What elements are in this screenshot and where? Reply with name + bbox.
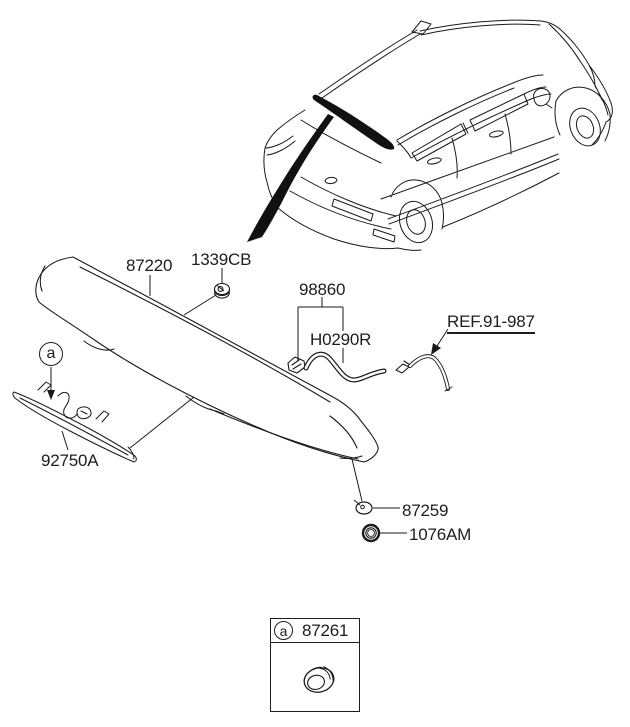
callout-marker-a: a bbox=[39, 342, 63, 366]
car-illustration bbox=[247, 19, 613, 251]
screw-drawing bbox=[353, 499, 373, 515]
grommet-drawing bbox=[361, 523, 381, 543]
ref-connector bbox=[395, 360, 411, 374]
label-clip-1339CB: 1339CB bbox=[191, 250, 252, 269]
front-wheel-rim bbox=[575, 115, 595, 139]
label-screw-87259: 87259 bbox=[402, 501, 449, 520]
front-wheel bbox=[569, 107, 601, 147]
leader-87259 bbox=[351, 458, 400, 509]
spoiler-detail-lines bbox=[39, 265, 363, 460]
high-mount-lamp-drawing bbox=[12, 381, 137, 463]
leader-ref bbox=[436, 328, 449, 347]
legend-part-number: 87261 bbox=[302, 620, 349, 640]
legend-marker-a: a bbox=[274, 621, 293, 640]
spoiler-drawing bbox=[35, 256, 379, 463]
hose-tube-inner bbox=[304, 352, 386, 382]
spoiler-outline bbox=[35, 256, 379, 463]
rear-wheel bbox=[398, 200, 434, 244]
lamp-tabs-and-harness bbox=[37, 381, 110, 423]
leader-98860-bracket bbox=[297, 297, 344, 363]
legend-header: a 87261 bbox=[271, 619, 359, 643]
hose-clip bbox=[287, 356, 306, 374]
clip-drawing bbox=[213, 282, 231, 299]
legend-marker-a-text: a bbox=[279, 622, 288, 639]
label-hose-H0290R: H0290R bbox=[308, 330, 374, 349]
pointer-swoosh bbox=[247, 114, 334, 242]
marker-a-arrowhead bbox=[47, 390, 55, 400]
ref-arrowhead bbox=[431, 343, 441, 355]
car-body-lines bbox=[263, 19, 613, 251]
callout-marker-a-text: a bbox=[46, 345, 56, 362]
leader-92750A bbox=[61, 430, 69, 451]
ref-tube-end-tick bbox=[444, 386, 453, 392]
leader-lamp-to-spoiler bbox=[129, 396, 195, 449]
ref-tube-inner bbox=[408, 355, 450, 391]
lamp-outline bbox=[12, 391, 137, 463]
rear-wheel-rim bbox=[406, 209, 426, 235]
spoiler-highlight-band bbox=[312, 94, 395, 150]
label-grommet-1076AM: 1076AM bbox=[409, 525, 472, 544]
leader-1339CB bbox=[183, 268, 223, 316]
label-reference-91-987: REF.91-987 bbox=[447, 313, 535, 334]
label-spoiler-87220: 87220 bbox=[126, 256, 173, 275]
leader-lines bbox=[47, 268, 449, 534]
label-hose-assy-98860: 98860 bbox=[299, 280, 346, 299]
label-lamp-92750A: 92750A bbox=[41, 451, 99, 470]
washer-hose-drawing bbox=[287, 351, 453, 392]
legend-grommet-drawing bbox=[303, 666, 335, 693]
legend-box: a 87261 bbox=[270, 618, 360, 712]
